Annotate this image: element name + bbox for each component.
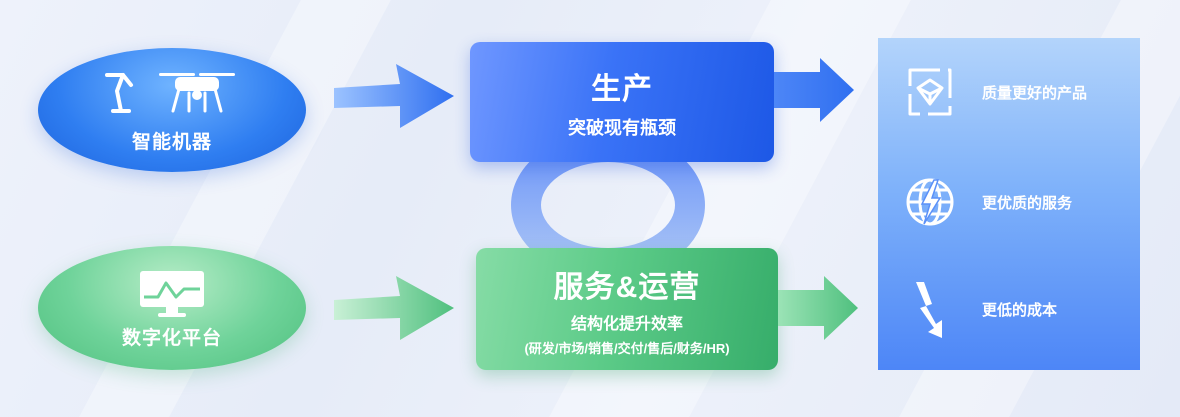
outcomes-panel: 质量更好的产品 更优质的服务 更低的成本 [878,38,1140,370]
outcome-label: 质量更好的产品 [982,84,1088,102]
down-zigzag-arrow-icon [916,282,942,338]
arrow-to-production [334,64,454,128]
digital-platform-node: 数字化平台 [38,246,306,370]
outcome-item: 质量更好的产品 [902,64,1087,120]
arrow-production-to-outcomes [774,58,854,122]
arrow-operations-to-outcomes [778,276,858,340]
robot-drone-icon [105,72,235,113]
smart-machine-label: 智能机器 [131,131,212,153]
operations-box: 服务&运营 结构化提升效率 (研发/市场/销售/交付/售后/财务/HR) [476,248,778,370]
outcome-item: 更低的成本 [902,278,1057,340]
production-title: 生产 [591,73,653,106]
digital-platform-label: 数字化平台 [121,327,222,349]
arrow-to-operations [334,276,454,340]
operations-title: 服务&运营 [553,270,701,304]
outcome-item: 更优质的服务 [902,174,1072,230]
operations-detail: (研发/市场/销售/交付/售后/财务/HR) [524,340,730,356]
production-box: 生产 突破现有瓶颈 [470,42,774,162]
outcome-label: 更优质的服务 [982,194,1073,212]
smart-machine-node: 智能机器 [38,48,306,172]
cube-box-icon [908,68,952,116]
outcome-label: 更低的成本 [982,301,1058,319]
globe-bolt-icon [906,178,954,226]
monitor-chart-icon [140,270,204,317]
production-subtitle: 突破现有瓶颈 [568,118,676,138]
operations-subtitle: 结构化提升效率 [570,315,683,333]
